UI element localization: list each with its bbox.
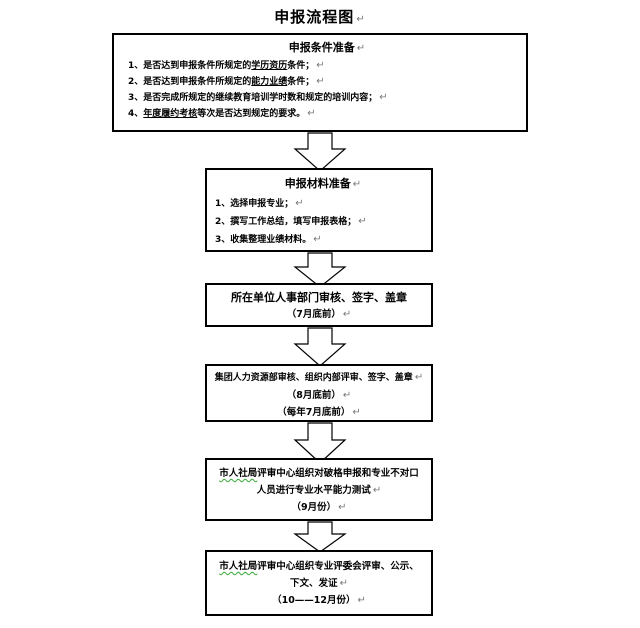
box-conditions-title-text: 申报条件准备	[288, 41, 355, 54]
ability-test-line2: 人员进行专业水平能力测试↵	[207, 482, 431, 499]
page-title: 申报流程图↵	[0, 6, 640, 27]
down-arrow-icon	[293, 327, 347, 367]
box-unit-review: 所在单位人事部门审核、签字、盖章 （7月底前）↵	[205, 283, 433, 327]
material-item-text: 1、选择申报专业；	[215, 199, 294, 209]
material-item: 2、撰写工作总结，填写申报表格；↵	[215, 213, 431, 231]
condition-item-text: 2、是否达到申报条件所规定的	[128, 77, 252, 87]
condition-item-underlined: 学历资历	[251, 61, 288, 71]
material-item: 3、收集整理业绩材料。↵	[215, 231, 431, 249]
committee-review-line2: 下文、发证↵	[207, 575, 431, 592]
material-item: 1、选择申报专业；↵	[215, 195, 431, 213]
box-materials: 申报材料准备↵ 1、选择申报专业；↵ 2、撰写工作总结，填写申报表格；↵ 3、收…	[205, 168, 433, 252]
committee-review-line2-text: 下文、发证	[290, 578, 338, 589]
committee-review-line1-text: 评审中心组织专业评委会评审、公示、	[257, 561, 419, 572]
condition-item-text: 3、是否完成所规定的继续教育培训学时数和规定的培训内容；	[128, 93, 378, 103]
edit-mark-icon: ↵	[342, 309, 352, 320]
edit-mark-icon: ↵	[307, 108, 316, 119]
condition-item-underlined: 年度履约考核	[143, 109, 198, 119]
down-arrow-icon	[293, 132, 347, 172]
condition-item: 4、年度履约考核等次是否达到规定的要求。↵	[128, 106, 526, 122]
edit-mark-icon: ↵	[313, 234, 322, 245]
edit-mark-icon: ↵	[338, 502, 347, 513]
material-item-text: 2、撰写工作总结，填写申报表格；	[215, 217, 357, 227]
edit-mark-icon: ↵	[342, 390, 352, 401]
ability-test-deadline: （9月份）↵	[207, 499, 431, 516]
box-conditions: 申报条件准备↵ 1、是否达到申报条件所规定的学历资历条件；↵ 2、是否达到申报条…	[112, 33, 528, 132]
title-text: 申报流程图	[274, 8, 355, 26]
ability-test-line2-text: 人员进行专业水平能力测试	[256, 485, 371, 496]
committee-review-line1: 市人社局评审中心组织专业评委会评审、公示、	[207, 558, 431, 575]
edit-mark-icon: ↵	[379, 92, 388, 103]
group-review-text: 集团人力资源部审核、组织内部评审、签字、盖章↵	[207, 369, 431, 387]
condition-item-underlined: 能力业绩	[251, 77, 288, 87]
edit-mark-icon: ↵	[414, 372, 424, 383]
committee-review-org: 市人社局	[219, 561, 258, 572]
ability-test-line1-text: 评审中心组织对破格申报和专业不对口	[257, 468, 419, 479]
box-conditions-title: 申报条件准备↵	[128, 39, 526, 55]
box-group-review: 集团人力资源部审核、组织内部评审、签字、盖章↵ （8月底前）↵ （每年7月底前）…	[205, 364, 433, 422]
ability-test-line1: 市人社局评审中心组织对破格申报和专业不对口	[207, 465, 431, 482]
condition-item-text: 1、是否达到申报条件所规定的	[128, 61, 252, 71]
edit-mark-icon: ↵	[352, 179, 362, 190]
condition-item: 3、是否完成所规定的继续教育培训学时数和规定的培训内容；↵	[128, 90, 526, 106]
group-review-deadline: （8月底前）↵	[207, 387, 431, 404]
condition-item-text: 条件；	[287, 77, 315, 87]
group-review-deadline-annual: （每年7月底前）↵	[207, 404, 431, 421]
committee-review-deadline-text: （10——12月份）	[272, 595, 356, 606]
box-materials-title: 申报材料准备↵	[215, 175, 431, 191]
group-review-deadline-text: （8月底前）	[286, 390, 341, 401]
condition-item: 2、是否达到申报条件所规定的能力业绩条件；↵	[128, 74, 526, 90]
ability-test-deadline-text: （9月份）	[291, 502, 337, 513]
condition-item: 1、是否达到申报条件所规定的学历资历条件；↵	[128, 58, 526, 74]
material-item-text: 3、收集整理业绩材料。	[215, 235, 312, 245]
down-arrow-icon	[293, 252, 347, 288]
unit-review-deadline-text: （7月底前）	[286, 309, 341, 320]
edit-mark-icon: ↵	[356, 14, 366, 25]
box-ability-test: 市人社局评审中心组织对破格申报和专业不对口 人员进行专业水平能力测试↵ （9月份…	[205, 458, 433, 521]
ability-test-org: 市人社局	[219, 468, 258, 479]
edit-mark-icon: ↵	[358, 216, 367, 227]
edit-mark-icon: ↵	[295, 198, 304, 209]
edit-mark-icon: ↵	[316, 76, 325, 87]
unit-review-deadline: （7月底前）↵	[207, 306, 431, 323]
group-review-text-span: 集团人力资源部审核、组织内部评审、签字、盖章	[214, 373, 413, 383]
box-committee-review: 市人社局评审中心组织专业评委会评审、公示、 下文、发证↵ （10——12月份）↵	[205, 550, 433, 616]
edit-mark-icon: ↵	[357, 595, 366, 606]
condition-item-text: 4、	[128, 109, 144, 119]
box-materials-title-text: 申报材料准备	[284, 177, 351, 190]
edit-mark-icon: ↵	[356, 43, 366, 54]
condition-item-text: 条件；	[287, 61, 315, 71]
edit-mark-icon: ↵	[339, 578, 348, 589]
condition-item-text: 等次是否达到规定的要求。	[197, 109, 306, 119]
committee-review-deadline: （10——12月份）↵	[207, 592, 431, 609]
group-review-deadline-annual-text: （每年7月底前）	[277, 407, 351, 418]
unit-review-text: 所在单位人事部门审核、签字、盖章	[231, 291, 407, 304]
down-arrow-icon	[293, 422, 347, 464]
edit-mark-icon: ↵	[352, 407, 361, 418]
edit-mark-icon: ↵	[316, 60, 325, 71]
down-arrow-icon	[293, 521, 347, 553]
edit-mark-icon: ↵	[372, 485, 382, 496]
